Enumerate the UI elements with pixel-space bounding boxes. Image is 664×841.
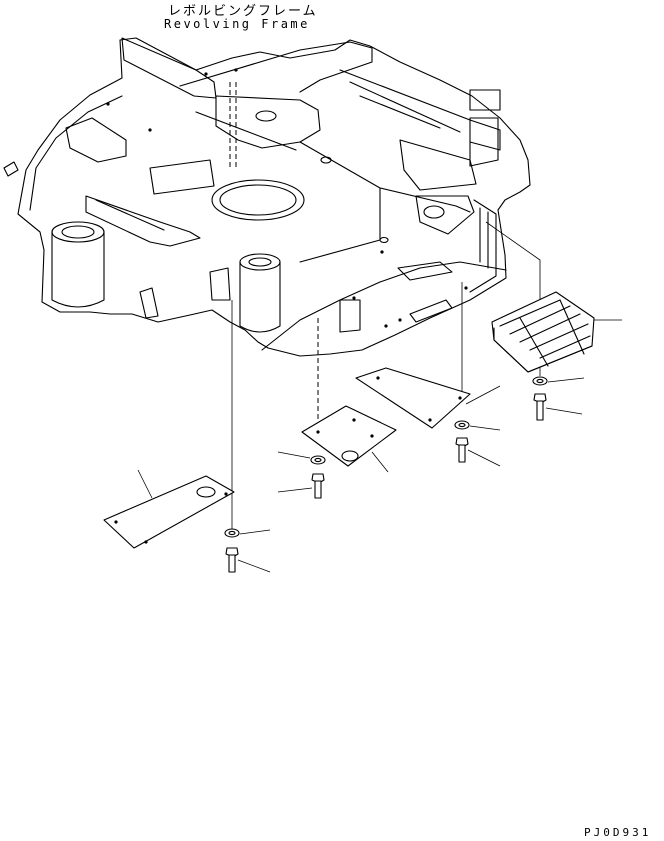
step-grille	[491, 291, 595, 373]
cover-plate-left	[103, 475, 235, 549]
revolving-frame	[3, 37, 531, 357]
alignment-lines	[229, 82, 319, 424]
bolt-small-plate	[311, 473, 325, 499]
bolts	[225, 393, 547, 573]
bolt-center	[455, 437, 469, 463]
title-english: Revolving Frame	[164, 17, 310, 31]
cover-plate-small	[301, 405, 397, 467]
part-leaders	[137, 319, 622, 573]
washers	[224, 376, 548, 538]
bolt-right	[533, 393, 547, 421]
cover-plate-center	[355, 367, 471, 429]
drawing-code: PJ0D931	[584, 826, 652, 839]
bolt-left	[225, 547, 239, 573]
title-japanese: レボルビングフレーム	[168, 4, 318, 19]
